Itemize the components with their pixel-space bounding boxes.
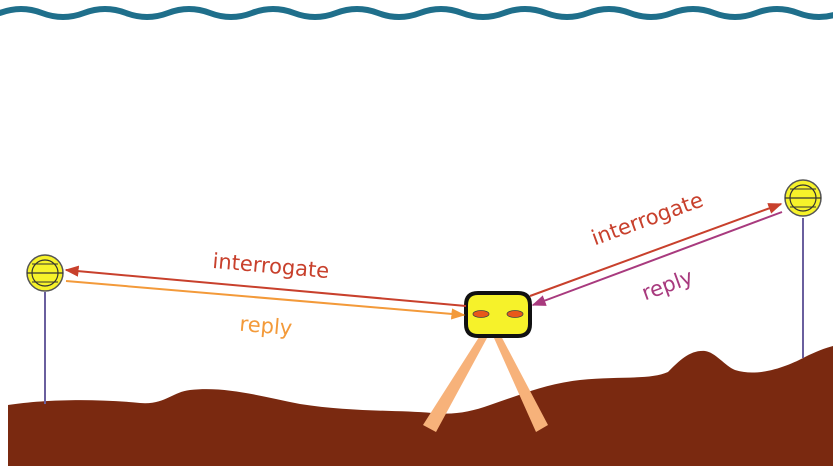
auv-icon <box>466 293 530 336</box>
seafloor <box>8 346 833 466</box>
buoy-icon <box>27 255 63 291</box>
right-interrogate-label: interrogate <box>588 188 706 251</box>
left-reply-arrow <box>66 281 464 315</box>
water-surface-wave <box>0 9 833 17</box>
buoy-icon <box>785 180 821 216</box>
left-reply-label: reply <box>239 312 294 341</box>
left-interrogate-label: interrogate <box>212 249 331 283</box>
right-reply-label: reply <box>638 265 696 306</box>
